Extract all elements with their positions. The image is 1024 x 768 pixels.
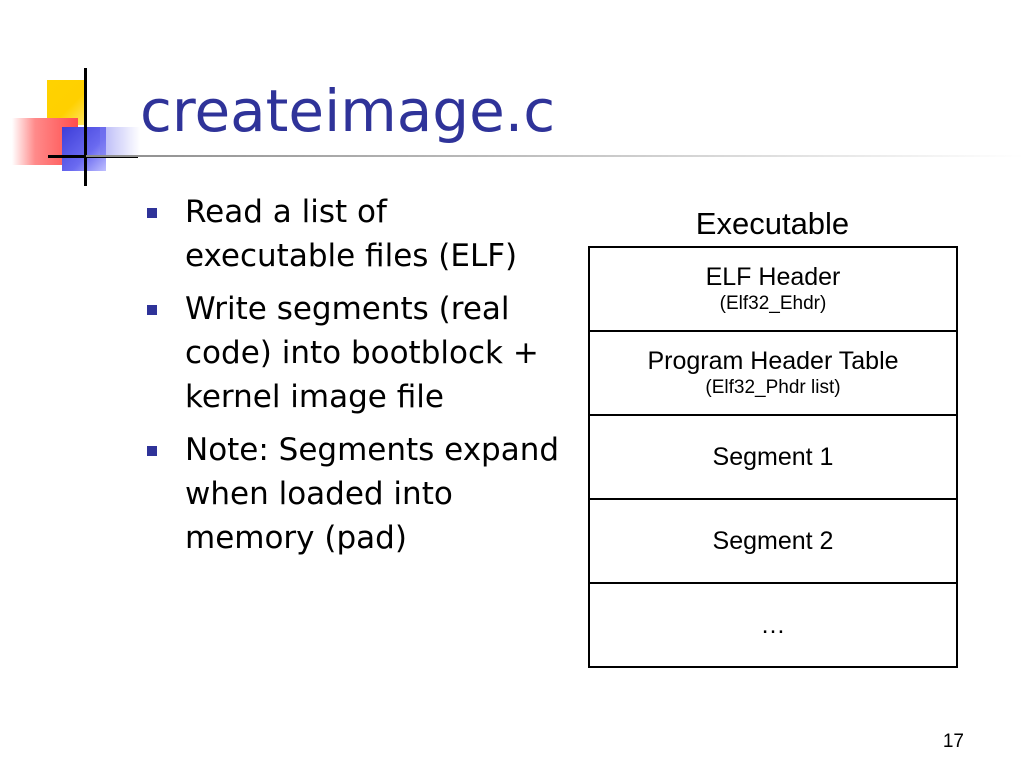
logo-blue-fade	[100, 127, 140, 157]
diagram-label: Executable	[695, 206, 850, 241]
bullet-item: Write segments (real code) into bootbloc…	[140, 287, 560, 419]
template-logo	[0, 0, 140, 190]
section-subtitle: (Elf32_Ehdr)	[719, 293, 827, 314]
section-elf-header: ELF Header (Elf32_Ehdr)	[590, 248, 956, 332]
section-title: Program Header Table	[647, 347, 899, 375]
section-title: ELF Header	[705, 263, 841, 291]
slide-title: createimage.c	[140, 77, 556, 145]
title-underline	[86, 155, 1024, 157]
bullet-text: Write segments (real code) into bootbloc…	[185, 291, 539, 415]
bullet-item: Read a list of executable files (ELF)	[140, 190, 560, 278]
section-subtitle: (Elf32_Phdr list)	[705, 377, 841, 398]
square-bullet-icon	[147, 305, 157, 315]
section-program-header-table: Program Header Table (Elf32_Phdr list)	[590, 332, 956, 416]
bullet-item: Note: Segments expand when loaded into m…	[140, 428, 560, 560]
section-ellipsis: …	[590, 584, 956, 666]
logo-vertical-line	[84, 68, 87, 186]
square-bullet-icon	[147, 208, 157, 218]
logo-yellow-square	[47, 80, 85, 125]
section-title: …	[760, 611, 786, 639]
section-segment-2: Segment 2	[590, 500, 956, 584]
page-number: 17	[942, 731, 964, 752]
bullet-text: Note: Segments expand when loaded into m…	[185, 432, 560, 556]
section-title: Segment 1	[712, 443, 834, 471]
bullet-list: Read a list of executable files (ELF) Wr…	[140, 190, 560, 569]
bullet-text: Read a list of executable files (ELF)	[185, 194, 518, 274]
square-bullet-icon	[147, 446, 157, 456]
executable-layout-diagram: ELF Header (Elf32_Ehdr) Program Header T…	[588, 246, 958, 668]
section-title: Segment 2	[712, 527, 834, 555]
section-segment-1: Segment 1	[590, 416, 956, 500]
